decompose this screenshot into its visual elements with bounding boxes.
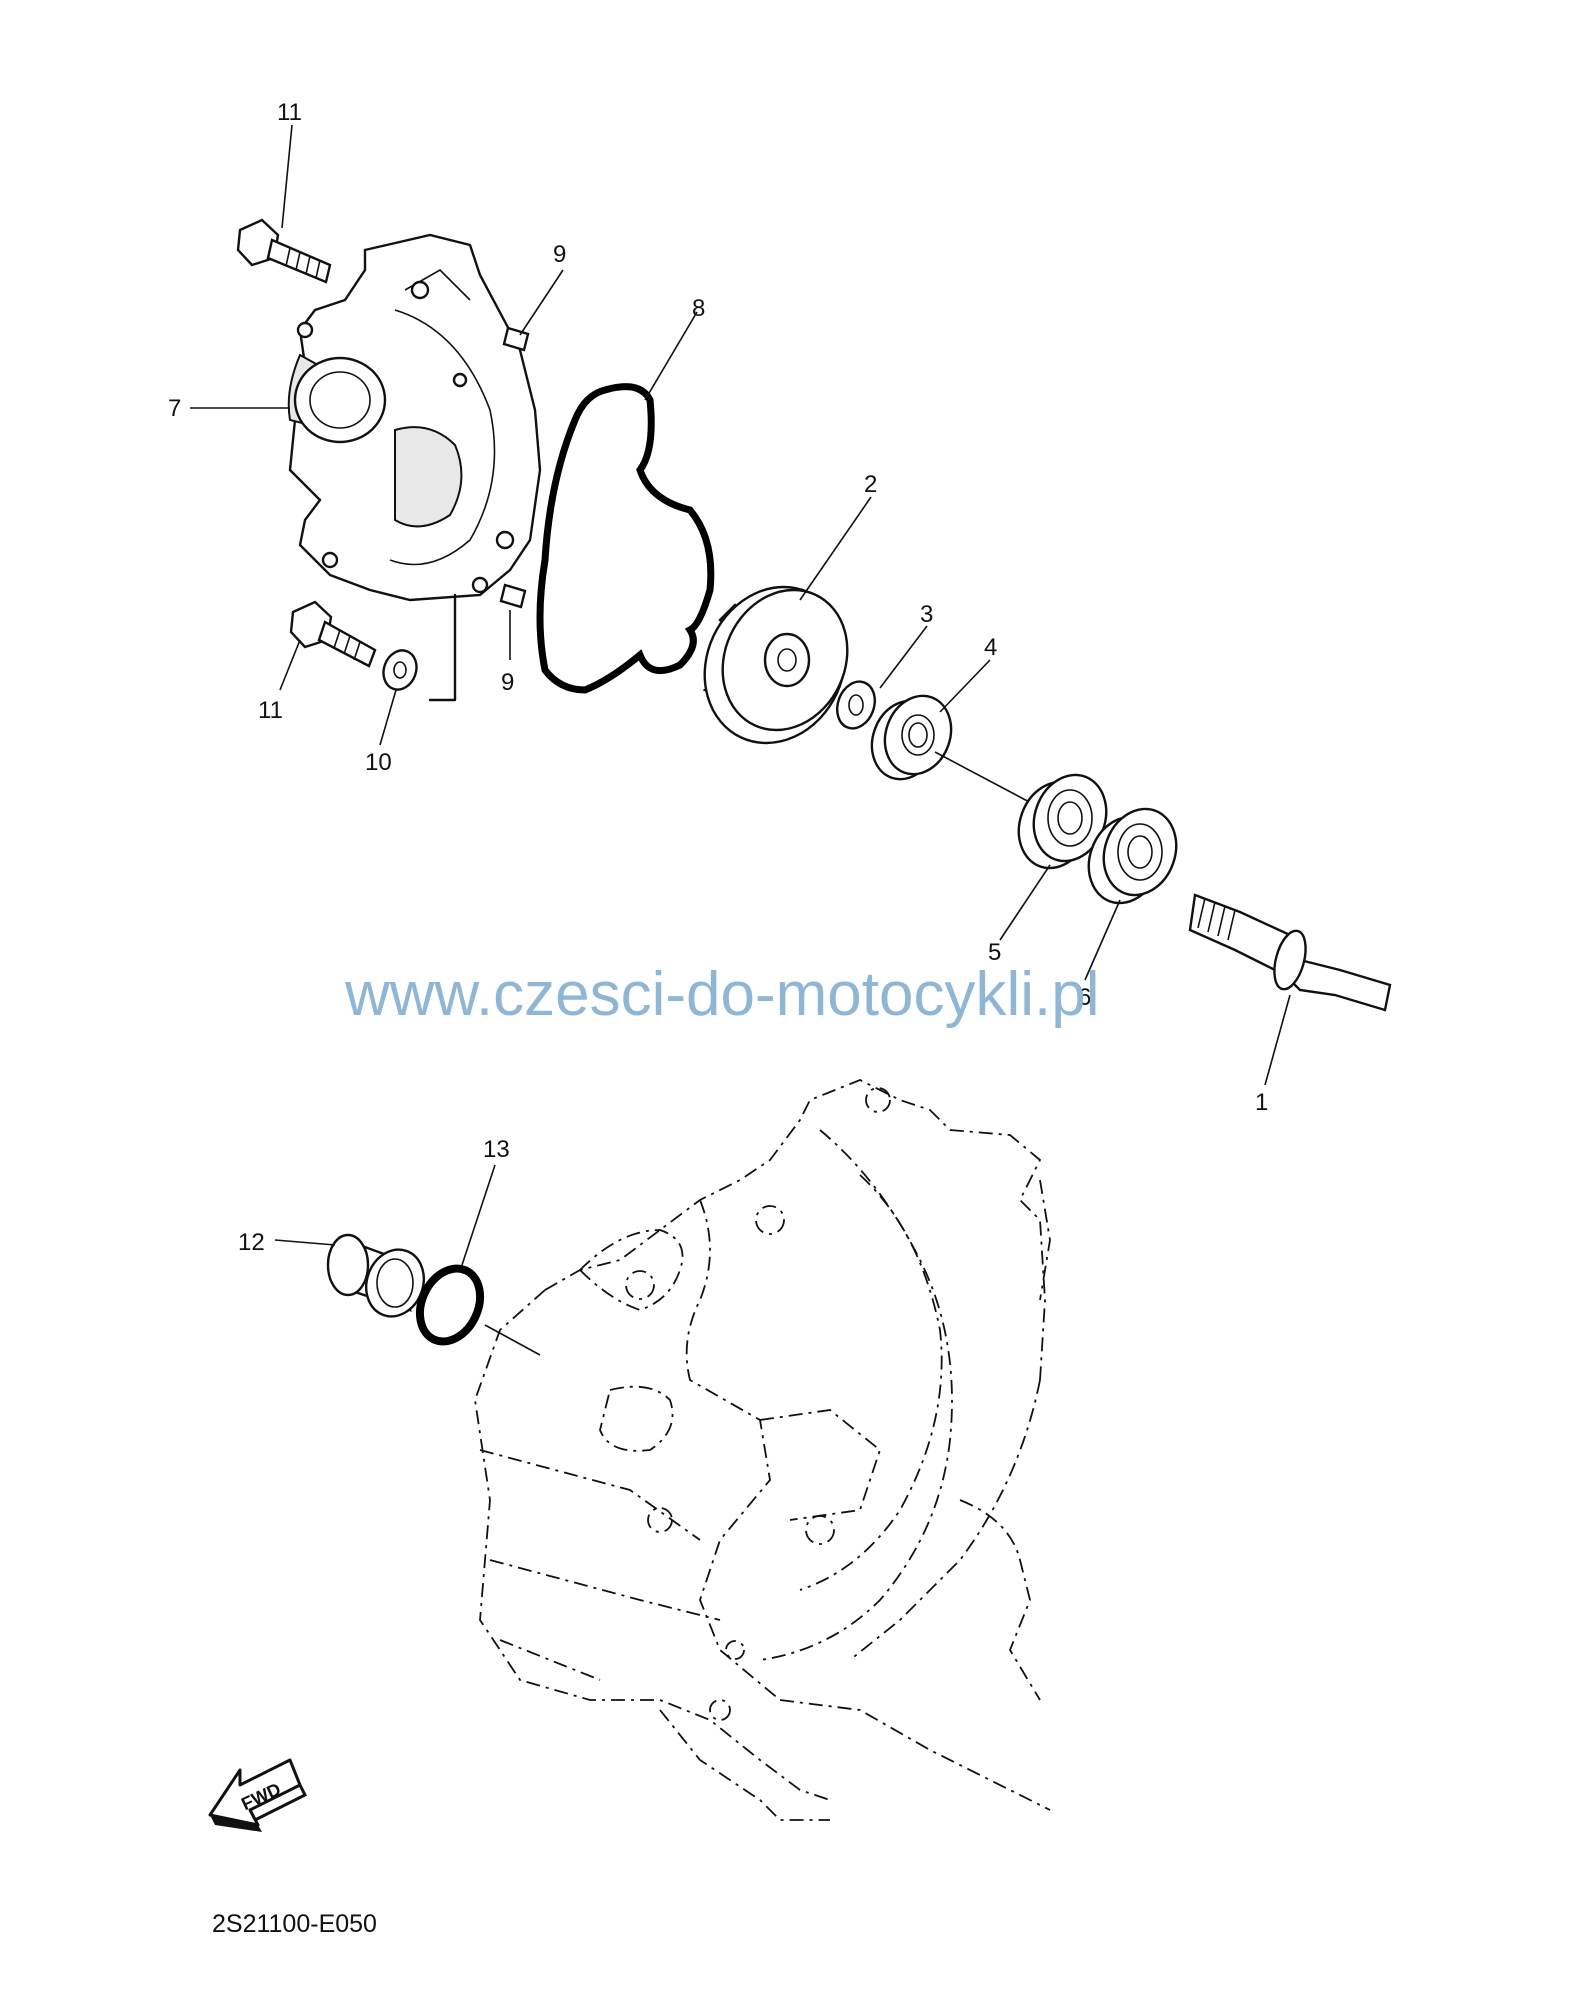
bolt-upper-part — [236, 218, 332, 284]
gasket-part — [536, 383, 715, 694]
callout-3: 3 — [920, 601, 933, 628]
callout-2: 2 — [864, 471, 877, 498]
watermark-text: www.czesci-do-motocykli.pl — [344, 960, 1100, 1029]
callout-11-upper: 11 — [277, 99, 302, 126]
oil-seal-part — [870, 694, 953, 781]
callout-11-lower: 11 — [258, 697, 283, 724]
forward-arrow-icon: FWD — [208, 1758, 308, 1832]
bearing-5-part — [1017, 773, 1108, 870]
callout-9-upper: 9 — [553, 241, 566, 268]
callout-12: 12 — [238, 1229, 265, 1256]
bolt-lower-part — [289, 600, 377, 668]
pump-shaft-part — [1188, 893, 1392, 1012]
callout-4: 4 — [984, 634, 997, 661]
leader-lines — [190, 124, 1291, 1266]
axis-line — [934, 751, 1036, 806]
washer-part — [382, 649, 418, 691]
callouts: 1 2 3 4 5 6 7 8 9 9 10 11 11 12 13 — [168, 99, 1268, 1256]
bearing-6-part — [1087, 807, 1178, 905]
washer-3-part — [835, 680, 877, 730]
callout-5: 5 — [988, 939, 1001, 966]
crankcase-outline — [474, 1079, 1051, 1821]
callout-13: 13 — [483, 1136, 510, 1163]
callout-6: 6 — [1078, 984, 1091, 1011]
impeller-part — [702, 585, 849, 745]
pump-cover-part — [287, 233, 542, 702]
callout-1: 1 — [1255, 1089, 1268, 1116]
collar-part — [326, 1233, 425, 1318]
callout-7: 7 — [168, 395, 181, 422]
callout-8: 8 — [692, 295, 705, 322]
callout-9-lower: 9 — [501, 669, 514, 696]
figure-code: 2S21100-E050 — [212, 1910, 377, 1938]
dowel-pin-lower-part — [499, 583, 527, 609]
callout-10: 10 — [365, 749, 392, 776]
o-ring-part — [415, 1264, 541, 1356]
